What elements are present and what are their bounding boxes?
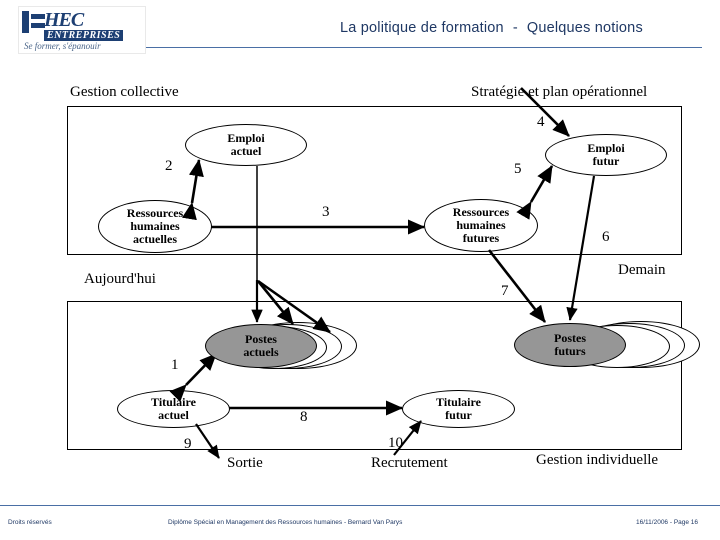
node-titulaire-futur-line2: futur <box>445 408 472 422</box>
footer-copyright: Droits réservés <box>8 519 52 526</box>
label-number-2: 2 <box>165 158 173 174</box>
header-divider <box>146 47 702 48</box>
node-titulaire-actuel[interactable]: Titulaire actuel <box>117 390 230 428</box>
collective-frame <box>67 106 682 255</box>
node-rh-futures-line3: futures <box>462 231 500 245</box>
footer-date-page: 16/11/2006 - Page 16 <box>636 519 699 526</box>
node-rh-actuelles-line1: Ressources <box>126 206 184 220</box>
label-number-8: 8 <box>300 409 308 425</box>
node-rh-futures-line1: Ressources <box>452 205 510 219</box>
node-emploi-actuel-line1: Emploi <box>227 131 265 145</box>
node-emploi-actuel-line2: actuel <box>230 144 262 158</box>
logo-mark-bar-bottom <box>31 23 45 28</box>
caption-aujourdhui: Aujourd'hui <box>84 271 156 287</box>
caption-gestion-individuelle: Gestion individuelle <box>536 452 659 468</box>
logo-tagline: Se former, s'épanouir <box>24 41 101 51</box>
caption-recrutement: Recrutement <box>371 455 448 471</box>
node-postes-futurs-line1: Postes <box>554 331 586 345</box>
label-number-3: 3 <box>322 204 330 220</box>
footer-course-title: Diplôme Spécial en Management des Ressou… <box>168 519 403 526</box>
node-ressources-humaines-actuelles[interactable]: Ressources humaines actuelles <box>98 200 212 253</box>
logo-sub-text: ENTREPRISES <box>44 30 124 41</box>
node-rh-futures-line2: humaines <box>456 218 506 232</box>
node-emploi-futur[interactable]: Emploi futur <box>545 134 667 176</box>
node-postes-futurs[interactable]: Postes futurs <box>514 323 626 367</box>
node-postes-actuels-line2: actuels <box>243 345 279 359</box>
node-emploi-futur-line2: futur <box>592 154 620 168</box>
slide-title: La politique de formation-Quelques notio… <box>340 20 720 36</box>
label-number-10: 10 <box>388 435 403 451</box>
node-postes-actuels[interactable]: Postes actuels <box>205 324 317 368</box>
label-number-7: 7 <box>501 283 509 299</box>
slide-title-left: La politique de formation <box>340 20 504 36</box>
node-ressources-humaines-futures[interactable]: Ressources humaines futures <box>424 199 538 252</box>
footer-divider <box>0 505 720 506</box>
node-postes-futurs-line2: futurs <box>554 344 586 358</box>
caption-gestion-collective: Gestion collective <box>70 84 179 100</box>
logo-mark-bar <box>22 11 29 33</box>
logo-mark-bar-top <box>31 14 45 19</box>
slide-title-right: Quelques notions <box>526 20 643 36</box>
label-number-5: 5 <box>514 161 522 177</box>
individuelle-frame <box>67 301 682 450</box>
node-titulaire-futur[interactable]: Titulaire futur <box>402 390 515 428</box>
label-number-1: 1 <box>171 357 179 373</box>
node-titulaire-actuel-line2: actuel <box>158 408 189 422</box>
slide-title-dash: - <box>512 20 518 36</box>
label-number-6: 6 <box>602 229 610 245</box>
hec-entreprises-logo: HEC ENTREPRISES Se former, s'épanouir <box>18 6 146 54</box>
logo-brand-text: HEC <box>44 9 84 31</box>
caption-strategie-plan-operationnel: Stratégie et plan opérationnel <box>471 84 648 100</box>
node-postes-actuels-line1: Postes <box>244 332 277 346</box>
node-emploi-actuel[interactable]: Emploi actuel <box>185 124 307 166</box>
node-titulaire-futur-line1: Titulaire <box>436 395 481 409</box>
label-number-9: 9 <box>184 436 192 452</box>
caption-sortie: Sortie <box>227 455 263 471</box>
node-rh-actuelles-line3: actuelles <box>133 232 177 246</box>
node-emploi-futur-line1: Emploi <box>587 141 625 155</box>
label-number-4: 4 <box>537 114 545 130</box>
caption-demain: Demain <box>618 262 666 278</box>
node-rh-actuelles-line2: humaines <box>130 219 180 233</box>
